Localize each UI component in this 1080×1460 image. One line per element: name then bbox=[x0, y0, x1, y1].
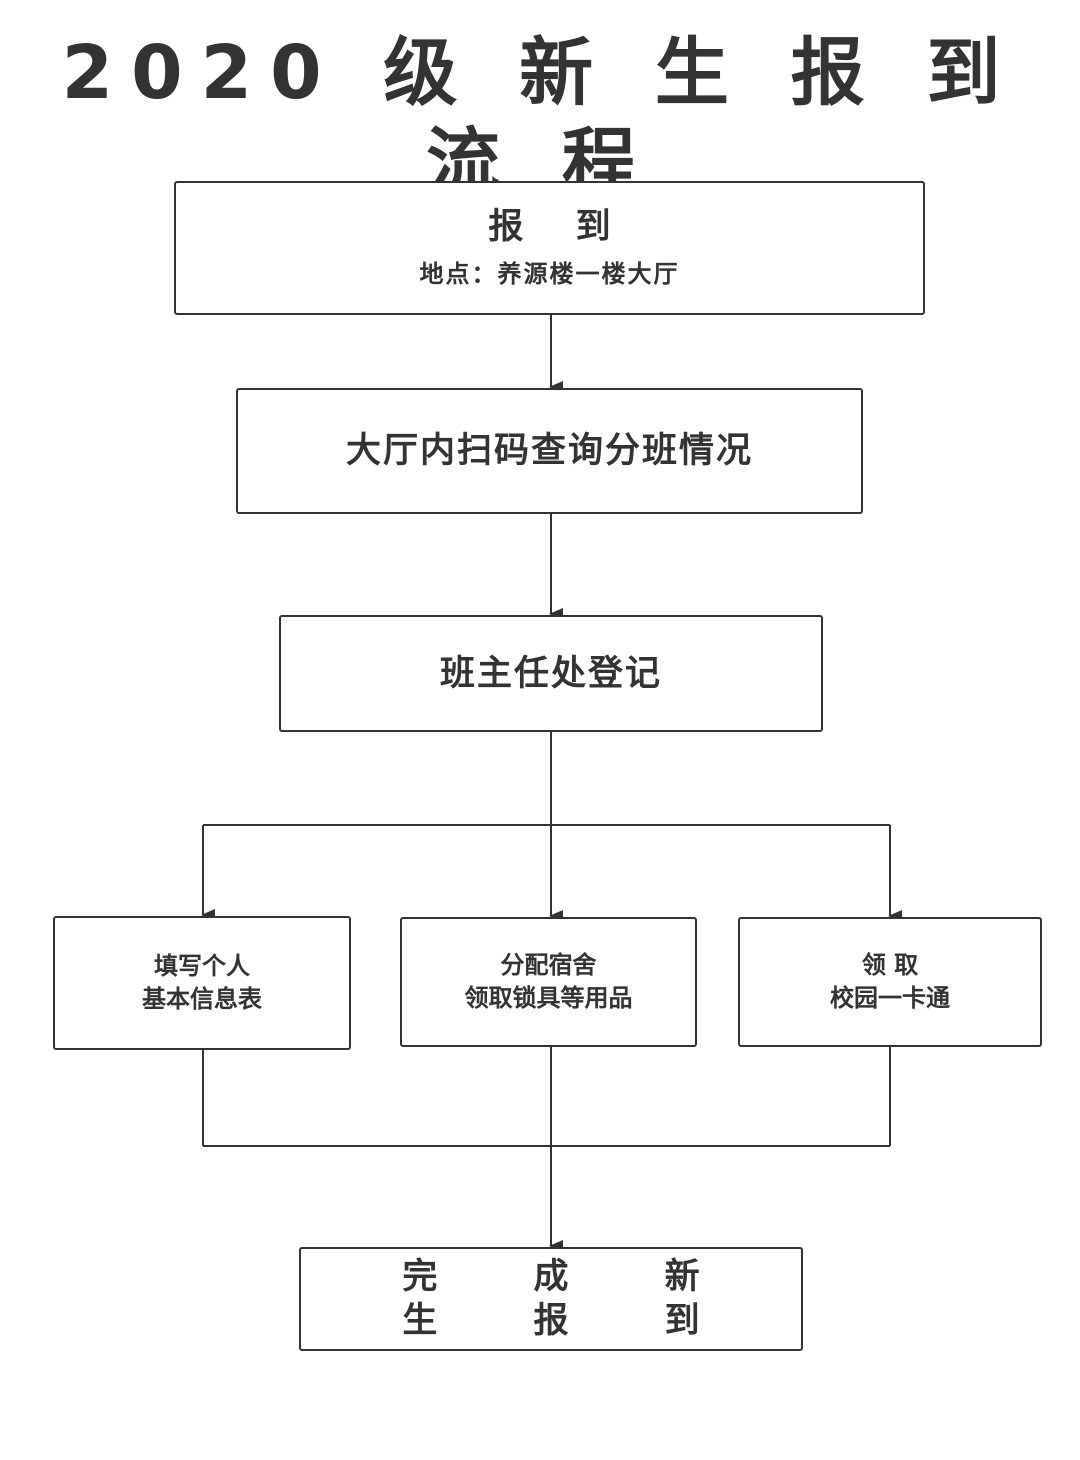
node-register: 报 到 地点：养源楼一楼大厅 bbox=[174, 181, 925, 315]
node-fill-form-line2: 基本信息表 bbox=[142, 985, 262, 1013]
node-fill-form-line1: 填写个人 bbox=[154, 952, 250, 980]
node-dorm-assign: 分配宿舍 领取锁具等用品 bbox=[400, 917, 697, 1047]
node-teacher-register-label: 班主任处登记 bbox=[439, 653, 662, 694]
node-register-title: 报 到 bbox=[488, 207, 631, 247]
node-teacher-register: 班主任处登记 bbox=[279, 615, 823, 732]
node-campus-card-line1: 领 取 bbox=[861, 951, 919, 979]
node-scan-query-label: 大厅内扫码查询分班情况 bbox=[345, 431, 753, 471]
node-complete-label: 完 成 新 生 报 到 bbox=[402, 1257, 742, 1341]
node-campus-card: 领 取 校园一卡通 bbox=[738, 917, 1042, 1047]
node-complete: 完 成 新 生 报 到 bbox=[299, 1247, 803, 1351]
node-fill-form: 填写个人 基本信息表 bbox=[53, 916, 351, 1050]
node-scan-query: 大厅内扫码查询分班情况 bbox=[236, 388, 863, 514]
node-dorm-assign-line2: 领取锁具等用品 bbox=[464, 984, 633, 1012]
page-title: 2020 级 新 生 报 到 流 程 bbox=[61, 30, 1019, 206]
node-dorm-assign-line1: 分配宿舍 bbox=[500, 951, 597, 979]
node-register-location: 地点：养源楼一楼大厅 bbox=[419, 260, 680, 288]
node-campus-card-line2: 校园一卡通 bbox=[830, 984, 950, 1012]
